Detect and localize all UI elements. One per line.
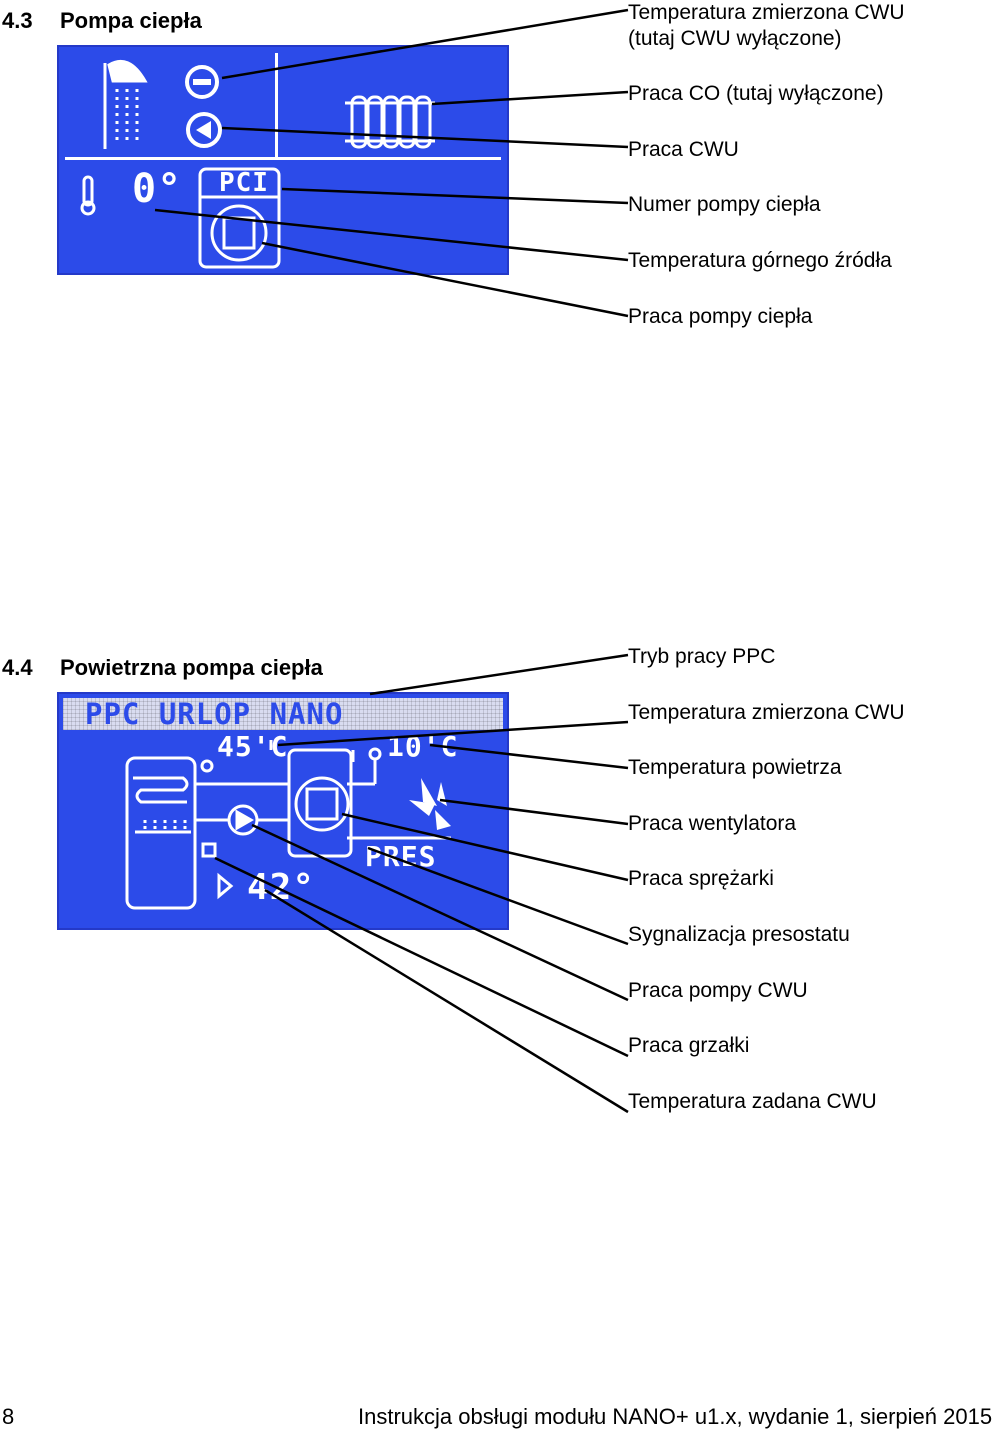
section-number: 4.3 [2, 8, 33, 33]
callout-measured-dhw-temp: Temperatura zmierzona CWU [628, 1, 905, 24]
page-number: 8 [2, 1404, 15, 1429]
callout-ppc-mode: Tryb pracy PPC [628, 645, 776, 668]
minus-circle-icon [185, 65, 219, 99]
shower-icon [103, 60, 148, 149]
air-heat-pump-lcd-display: PPC URLOP NANO [57, 692, 509, 930]
upper-source-temperature: 0° [132, 166, 183, 212]
pressostat-indicator: PRES [365, 840, 437, 873]
callout-ch-work: Praca CO (tutaj wyłączone) [628, 82, 884, 105]
section-title: Powietrzna pompa ciepła [60, 655, 323, 680]
heat-pump-lcd-display: 0° PCI [57, 45, 509, 275]
callout-fan-work: Praca wentylatora [628, 812, 797, 835]
pump-number-label: PCI [219, 168, 269, 198]
callout-pump-number: Numer pompy ciepła [628, 193, 821, 216]
callout-dhw-set-temp: Temperatura zadana CWU [628, 1090, 877, 1113]
mode-line-text: PPC URLOP NANO [85, 697, 344, 731]
tank-icon [125, 756, 197, 910]
callout-heater-work: Praca grzałki [628, 1034, 750, 1057]
thermometer-icon [80, 175, 96, 216]
heater-icon [135, 820, 217, 858]
callout-compressor-work: Praca sprężarki [628, 867, 774, 890]
callout-upper-source-temp: Temperatura górnego źródła [628, 249, 892, 272]
callout-dhw-off-note: (tutaj CWU wyłączone) [628, 27, 842, 50]
mode-bar: PPC URLOP NANO [63, 698, 503, 730]
leader-lines [154, 8, 629, 1114]
callout-measured-dhw-temp: Temperatura zmierzona CWU [628, 701, 905, 724]
dhw-pump-icon [227, 804, 259, 836]
footer-text: Instrukcja obsługi modułu NANO+ u1.x, wy… [358, 1404, 992, 1429]
callout-heat-pump-work: Praca pompy ciepła [628, 305, 813, 328]
callout-pressostat: Sygnalizacja presostatu [628, 923, 850, 946]
section-title: Pompa ciepła [60, 8, 202, 33]
set-temp-arrow-icon [217, 872, 234, 900]
callout-dhw-work: Praca CWU [628, 138, 739, 161]
dhw-measured-temperature: 45'C [217, 730, 289, 763]
section-number: 4.4 [2, 655, 33, 680]
radiator-icon [345, 95, 435, 149]
pump-icon [186, 112, 222, 148]
callout-air-temp: Temperatura powietrza [628, 756, 842, 779]
callout-dhw-pump-work: Praca pompy CWU [628, 979, 808, 1002]
